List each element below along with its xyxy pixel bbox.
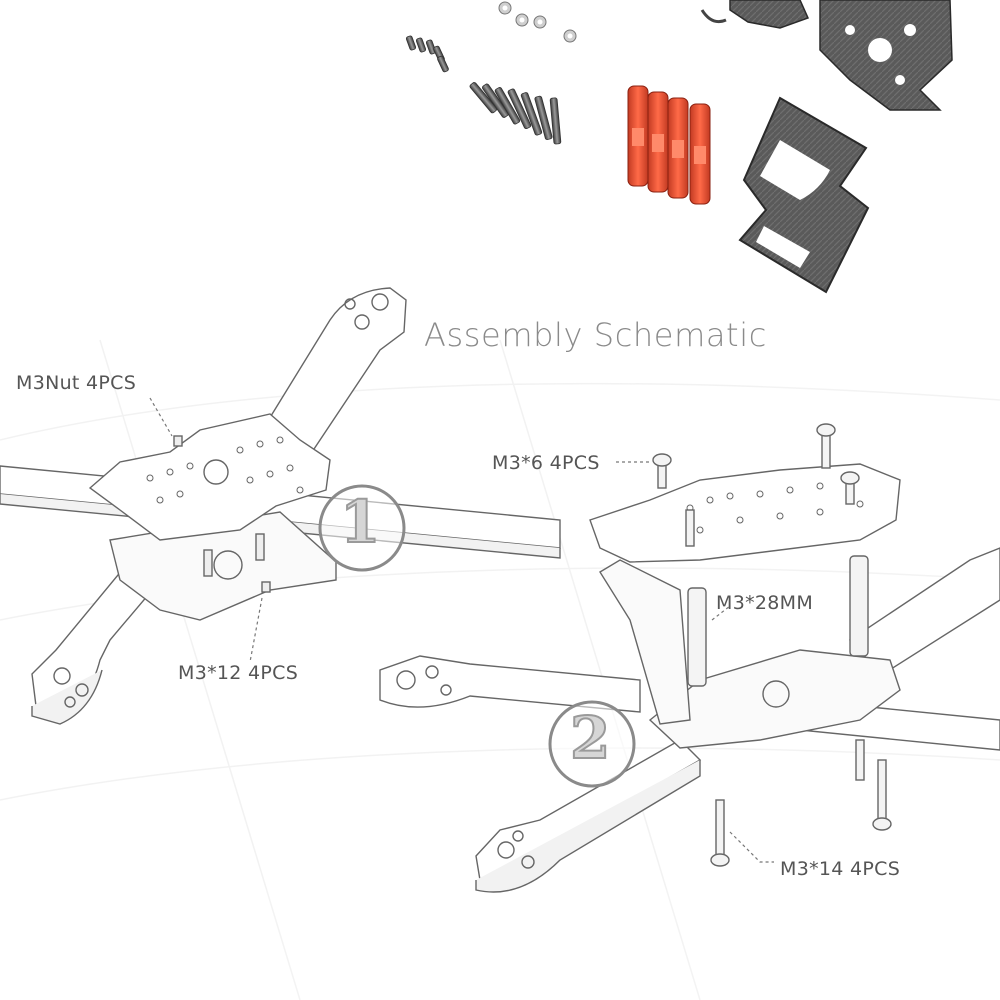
label-m3x6-screws: M3*6 4PCS	[492, 452, 600, 474]
leader-lines-right	[616, 461, 774, 863]
step-one-number: 1	[339, 487, 381, 557]
page-title: Assembly Schematic	[424, 316, 767, 354]
step-one-circle	[318, 484, 406, 572]
short-screws	[405, 35, 449, 73]
label-m3x28-standoffs: M3*28MM	[716, 592, 814, 614]
step-circles	[318, 484, 636, 788]
label-m3x14-screws: M3*14 4PCS	[780, 858, 901, 880]
red-standoffs	[627, 85, 711, 205]
label-m3x12-screws: M3*12 4PCS	[178, 662, 299, 684]
assembly-one-frame	[0, 287, 561, 725]
step-two-circle	[548, 700, 636, 788]
carbon-camera-plate	[738, 96, 870, 294]
label-m3-nut: M3Nut 4PCS	[16, 372, 137, 394]
long-screws	[469, 82, 562, 145]
assembly-two-frame	[379, 423, 1000, 893]
leader-lines-left	[149, 397, 263, 663]
carbon-top-plates	[700, 0, 953, 111]
hardware-parts-photo	[405, 0, 953, 294]
m3-nuts	[498, 1, 577, 43]
step-two-number: 2	[569, 703, 611, 773]
